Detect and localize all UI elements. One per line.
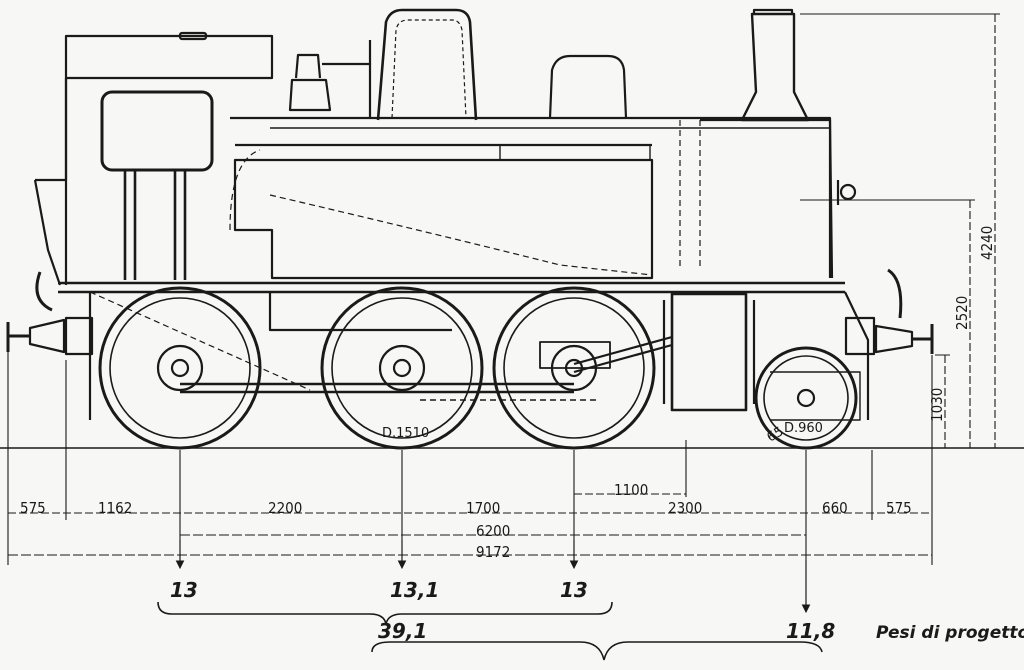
dim-wheelbase-total: 6200 <box>476 522 510 540</box>
dim-length-total: 9172 <box>476 543 510 561</box>
weight-axle-3: 13 <box>560 578 588 602</box>
weight-coupled-total: 39,1 <box>378 619 427 643</box>
weight-axle-1: 13 <box>170 578 198 602</box>
side-tank <box>230 116 832 280</box>
weight-axle-2: 13,1 <box>390 578 439 602</box>
safety-valves <box>288 40 372 118</box>
dim-height-total: 4240 <box>978 226 996 260</box>
weight-bogie: 11,8 <box>786 619 835 643</box>
dim-front-overhang: 575 <box>20 499 46 517</box>
chimney <box>740 12 810 122</box>
wheel-bogie-offset: 65 <box>765 424 787 445</box>
wheel-driving-diameter: D.1510 <box>382 426 429 441</box>
dim-bogie-rear: 660 <box>822 499 848 517</box>
dim-rear-overhang: 575 <box>886 499 912 517</box>
dim-axle-2-3: 1700 <box>466 499 500 517</box>
dim-axle-3-bogie: 2300 <box>668 499 702 517</box>
weights-caption: Pesi di progetto <box>876 623 1024 643</box>
main-frame <box>88 291 870 420</box>
bogie-wheel <box>754 346 861 450</box>
dimension-labels: 575 1162 2200 1700 1100 2300 660 575 620… <box>20 226 996 561</box>
steam-dome <box>376 8 478 121</box>
coupling-rod <box>180 382 574 394</box>
cab-window <box>100 90 214 172</box>
dim-axle-offset: 1100 <box>614 481 648 499</box>
coupled-axles-brace <box>157 601 613 625</box>
sand-box <box>548 54 628 119</box>
locomotive-elevation <box>0 8 1024 450</box>
cab <box>33 31 274 286</box>
wheel-1 <box>98 286 262 450</box>
dim-axle-1-2: 2200 <box>268 499 302 517</box>
front-buffer <box>6 316 94 356</box>
wheel-2 <box>320 286 484 450</box>
dim-buffer-first-axle: 1162 <box>98 499 132 517</box>
dim-buffer-height: 1030 <box>928 388 946 422</box>
dim-boiler-axis: 2520 <box>953 296 971 330</box>
smokebox <box>700 118 834 279</box>
cylinder <box>670 292 748 412</box>
dimension-lines <box>7 13 1000 661</box>
rear-buffer <box>844 316 934 356</box>
wheel-bogie-diameter: D.960 <box>784 421 823 436</box>
axle-weights: 13 13,1 13 39,1 11,8 Pesi di progetto <box>170 578 1024 643</box>
running-board <box>58 281 845 294</box>
total-weight-brace <box>371 641 823 661</box>
